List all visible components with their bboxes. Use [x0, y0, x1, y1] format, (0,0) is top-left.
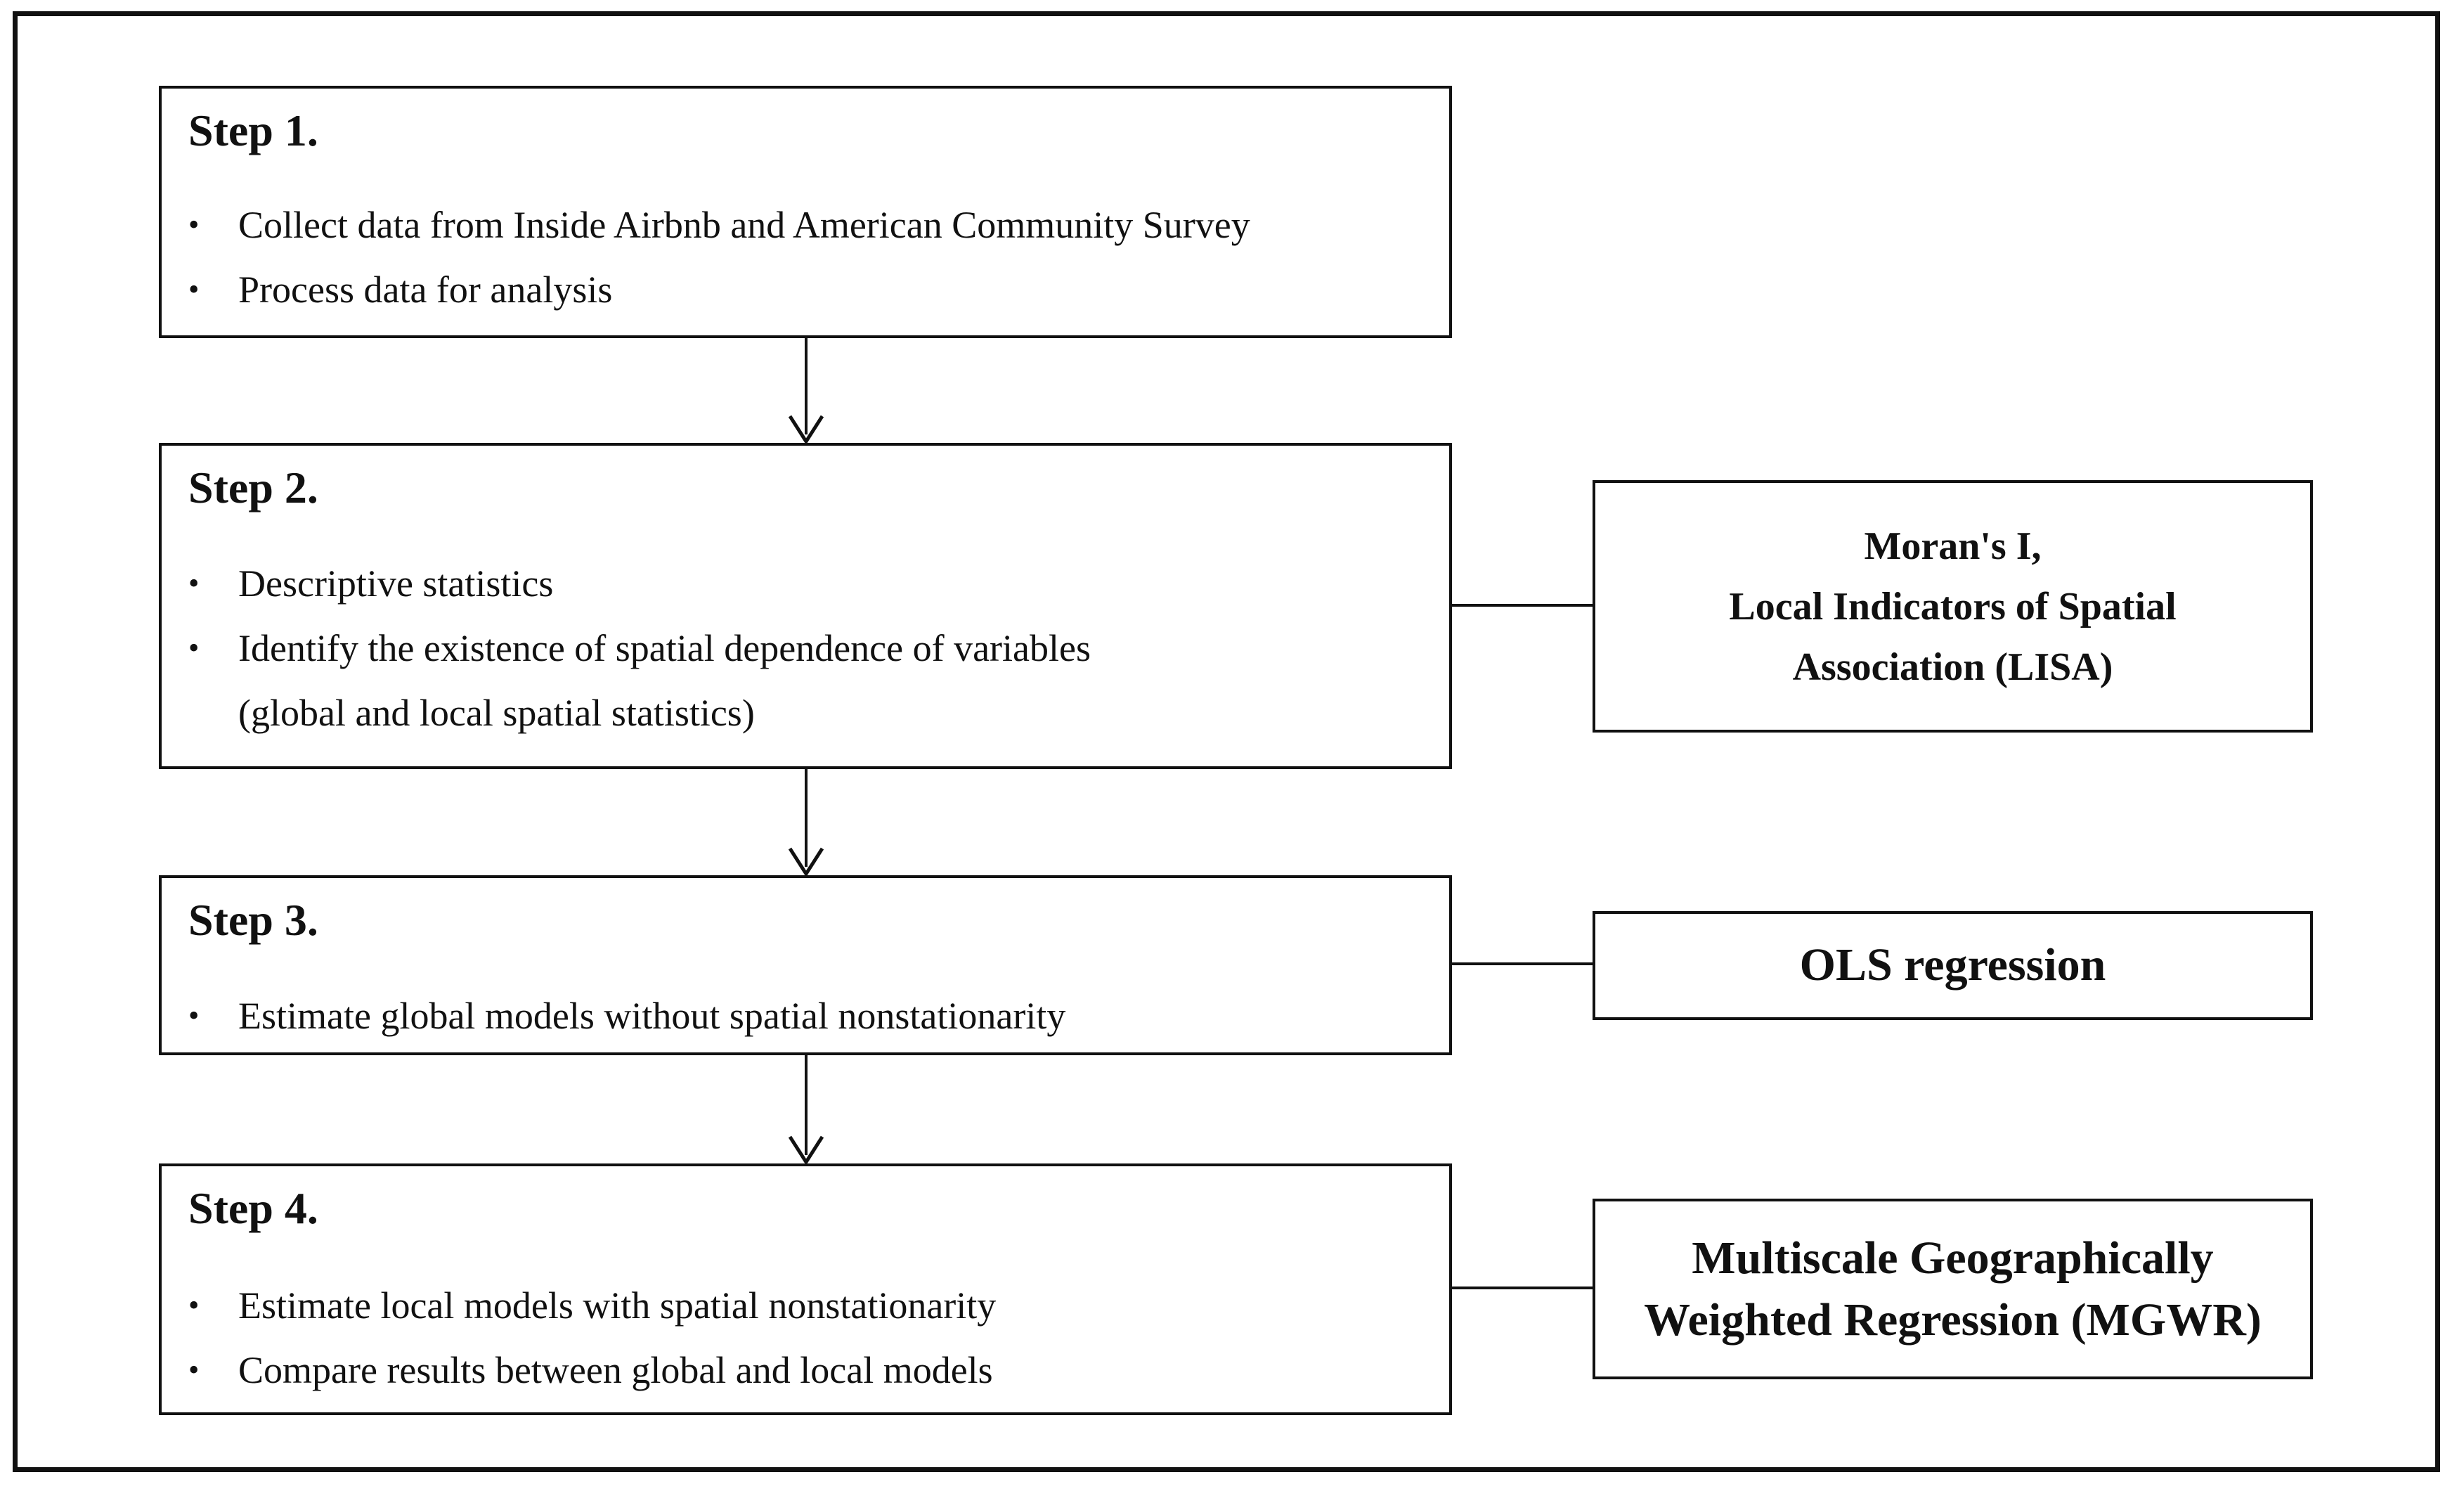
step1-bullet-2: Process data for analysis [188, 257, 1250, 322]
step1-title: Step 1. [188, 105, 318, 155]
step3-box: Step 3. Estimate global models without s… [159, 875, 1452, 1055]
method-step4-label: Multiscale Geographically Weighted Regre… [1644, 1232, 2262, 1346]
step3-title: Step 3. [188, 895, 318, 945]
step2-bullet-1: Descriptive statistics [188, 551, 1091, 616]
step2-bullet-2: Identify the existence of spatial depend… [188, 616, 1091, 681]
step2-title: Step 2. [188, 463, 318, 512]
step2-bullet-2-continuation: (global and local spatial statistics) [238, 692, 755, 734]
step1-box: Step 1. Collect data from Inside Airbnb … [159, 86, 1452, 338]
outer-frame [13, 11, 2440, 1472]
arrowhead-step3 [788, 847, 824, 877]
method-box-step2: Moran's I, Local Indicators of Spatial A… [1593, 480, 2313, 733]
method-step2-label: Moran's I, Local Indicators of Spatial A… [1729, 524, 2177, 689]
step1-bullet-1: Collect data from Inside Airbnb and Amer… [188, 193, 1250, 257]
step3-bullet-1: Estimate global models without spatial n… [188, 984, 1065, 1048]
step4-bullet-1: Estimate local models with spatial nonst… [188, 1273, 996, 1338]
step1-bullet-list: Collect data from Inside Airbnb and Amer… [188, 193, 1250, 322]
step3-bullet-list: Estimate global models without spatial n… [188, 984, 1065, 1048]
method-box-step3: OLS regression [1593, 911, 2313, 1020]
method-box-step4: Multiscale Geographically Weighted Regre… [1593, 1199, 2313, 1379]
arrowhead-step2 [788, 415, 824, 445]
step2-box: Step 2. Descriptive statistics Identify … [159, 443, 1452, 769]
step4-bullet-list: Estimate local models with spatial nonst… [188, 1273, 996, 1402]
step4-box: Step 4. Estimate local models with spati… [159, 1163, 1452, 1415]
step4-title: Step 4. [188, 1183, 318, 1233]
step2-bullet-list: Descriptive statistics Identify the exis… [188, 551, 1091, 745]
method-step3-label: OLS regression [1799, 939, 2106, 991]
arrowhead-step4 [788, 1135, 824, 1166]
step4-bullet-2: Compare results between global and local… [188, 1338, 996, 1402]
